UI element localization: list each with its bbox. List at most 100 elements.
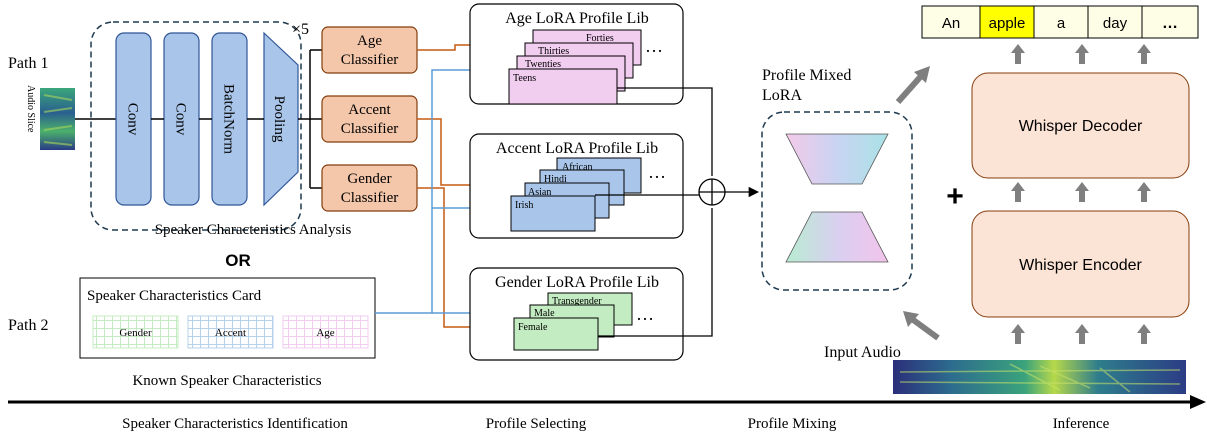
lora-up-projection [785, 211, 889, 263]
conv-label-2: Conv [173, 103, 189, 136]
token-highlight [980, 6, 1034, 38]
up-arrow-shaft [1015, 52, 1021, 64]
up-arrow-shaft [1015, 190, 1021, 202]
gender-lib-more: … [636, 304, 654, 324]
age-profile-label-3: Twenties [525, 59, 561, 70]
input-audio-label: Input Audio [824, 344, 901, 361]
token-1: An [942, 15, 960, 32]
mixed-to-tokens-arrow-shaft [895, 73, 925, 104]
up-arrow-icon [1011, 182, 1025, 191]
pooling-label: Pooling [271, 96, 287, 143]
card-gender-grid [92, 315, 179, 349]
token-4: day [1103, 15, 1128, 32]
token-2: apple [989, 15, 1026, 32]
input-audio-texture [899, 363, 1181, 393]
up-arrow-shaft [1079, 190, 1085, 202]
accent-profile-label-4: Irish [515, 200, 533, 211]
mixed-to-tokens-arrow-head [914, 66, 930, 83]
gender-profile-card-3 [513, 317, 599, 351]
up-arrow-shaft [1079, 52, 1085, 64]
mixed-label-line1: Profile Mixed [762, 67, 851, 84]
timeline-arrowhead-icon [1190, 395, 1206, 409]
whisper-encoder-box [971, 210, 1190, 318]
accent-classifier-line1: Accent [348, 102, 391, 118]
audio-to-mixed-arrow-head [903, 311, 919, 327]
token-3: a [1057, 15, 1066, 32]
whisper-encoder-label: Whisper Encoder [1019, 257, 1142, 274]
card-age-label: Age [316, 327, 334, 339]
age-profile-label-1: Forties [586, 33, 614, 44]
age-lib-more: … [645, 36, 663, 56]
age-profile-label-4: Teens [513, 73, 536, 84]
input-audio-spectrogram [893, 360, 1186, 394]
analysis-dashed-box [90, 21, 302, 231]
card-accent-grid [187, 315, 274, 349]
analysis-caption: Speaker Characteristics Analysis [155, 222, 352, 238]
card-age-grid [282, 315, 369, 349]
up-arrow-icon [1011, 44, 1025, 53]
repeat-label: ×5 [292, 21, 309, 38]
age-profile-label-2: Thirties [538, 46, 569, 57]
lora-down-projection [785, 133, 889, 185]
decoder-to-token-arrows [1011, 44, 1151, 64]
age-lib-title: Age LoRA Profile Lib [505, 10, 649, 27]
card-accent-label: Accent [215, 327, 246, 339]
up-arrow-icon [1011, 324, 1025, 333]
up-arrow-icon [1137, 44, 1151, 53]
plus-sign: + [946, 180, 964, 213]
gender-profile-label-2: Male [534, 308, 555, 319]
up-arrow-shaft [1141, 190, 1147, 202]
whisper-decoder-label: Whisper Decoder [1019, 118, 1143, 135]
age-classifier-to-lib-line [417, 44, 470, 51]
token-bar-outline [921, 5, 1199, 39]
audio-to-encoder-arrows [1011, 324, 1151, 344]
gender-lib-to-sum-line [598, 208, 713, 337]
up-arrow-shaft [1141, 52, 1147, 64]
gender-profile-label-3: Female [518, 322, 548, 333]
token-5: … [1162, 15, 1178, 32]
audio-to-mixed-arrow-shaft [910, 316, 940, 341]
age-profile-card-4 [508, 68, 618, 105]
gender-classifier-line1: Gender [347, 171, 391, 187]
up-arrow-icon [1075, 44, 1089, 53]
up-arrow-shaft [1141, 332, 1147, 344]
path1-label: Path 1 [8, 55, 48, 72]
accent-lib-title: Accent LoRA Profile Lib [496, 140, 658, 157]
accent-lib-more: … [648, 162, 666, 182]
conv-label-1: Conv [125, 103, 141, 136]
audio-slice-label: Audio Slice [25, 85, 36, 133]
mixed-lora-dashed-box [761, 111, 913, 291]
or-label: OR [225, 251, 251, 270]
up-arrow-shaft [1015, 332, 1021, 344]
speaker-card-title: Speaker Characteristics Card [87, 288, 262, 304]
age-lib-to-sum-line [617, 87, 713, 176]
age-classifier-line1: Age [357, 33, 382, 49]
card-caption: Known Speaker Characteristics [132, 373, 321, 389]
accent-classifier-line2: Classifier [341, 121, 399, 137]
whisper-decoder-box [971, 72, 1190, 179]
stage-mixing: Profile Mixing [748, 416, 837, 432]
gender-classifier-line2: Classifier [341, 190, 399, 206]
accent-profile-label-1: African [562, 162, 593, 173]
card-gender-label: Gender [119, 327, 152, 339]
batchnorm-label: BatchNorm [221, 84, 237, 154]
accent-profile-label-3: Asian [528, 187, 551, 198]
pooling-layer [263, 31, 299, 207]
stage-inference: Inference [1053, 416, 1110, 432]
audio-slice-texture [43, 94, 73, 146]
up-arrow-icon [1075, 324, 1089, 333]
up-arrow-shaft [1079, 332, 1085, 344]
gender-lib-title: Gender LoRA Profile Lib [495, 274, 659, 291]
stage-identification: Speaker Characteristics Identification [122, 416, 348, 432]
accent-profile-card-4 [510, 195, 596, 232]
up-arrow-icon [1075, 182, 1089, 191]
age-classifier-line2: Classifier [341, 52, 399, 68]
up-arrow-icon [1137, 324, 1151, 333]
stage-selecting: Profile Selecting [486, 416, 587, 432]
gender-classifier-to-lib-line [417, 187, 470, 328]
path2-label: Path 2 [8, 317, 48, 334]
card-to-age-lib-line [375, 69, 470, 314]
mixed-label-line2: LoRA [762, 87, 802, 104]
accent-classifier-to-lib-line [417, 118, 470, 186]
